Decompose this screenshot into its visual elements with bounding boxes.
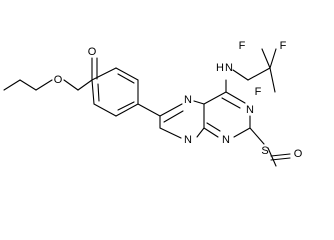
bond: [249, 127, 265, 145]
bond: [115, 103, 139, 117]
bond: [77, 79, 93, 91]
bond: [93, 103, 117, 117]
atom-N-pyrimidine-bottom: N: [222, 134, 230, 146]
atom-O-sulfoxide: O: [294, 148, 303, 160]
bond: [19, 79, 37, 91]
bond: [115, 67, 139, 81]
bond: [97, 83, 100, 102]
bond: [269, 67, 276, 93]
pyrimidine-ring: [203, 91, 251, 138]
bond: [63, 79, 79, 91]
bond: [35, 79, 53, 91]
methylsulfinyl-group: [249, 127, 291, 167]
atom-O-ester: O: [54, 74, 63, 86]
trifluoroethylamino-group: [225, 48, 277, 93]
bond: [137, 103, 161, 117]
ester-group: [63, 57, 98, 91]
bond: [193, 100, 205, 105]
atom-N-pyrazine-top: N: [184, 94, 192, 106]
bond: [232, 69, 249, 81]
bond: [206, 122, 221, 132]
atom-labels: O O H N F F F N N N N S O: [54, 40, 303, 160]
bond: [270, 157, 291, 161]
atom-N-pyrimidine-right: N: [246, 104, 254, 116]
bond: [221, 97, 241, 109]
atom-N-amine: N: [225, 62, 233, 74]
bond: [3, 79, 21, 91]
bond: [233, 127, 251, 138]
bond: [261, 48, 271, 69]
bond: [163, 110, 184, 123]
bond: [225, 91, 246, 104]
bond: [91, 67, 117, 81]
bond: [196, 127, 205, 138]
bond: [117, 73, 135, 84]
bond: [269, 48, 277, 69]
bond: [267, 147, 277, 167]
atom-F-right: F: [280, 40, 287, 52]
bond: [159, 103, 183, 117]
atom-H-amine: H: [216, 62, 224, 74]
bond: [203, 91, 227, 105]
bond: [247, 67, 271, 81]
bond: [159, 127, 182, 139]
ethyl-group: [3, 79, 53, 91]
bond: [117, 101, 135, 111]
benzene-ring: [91, 67, 139, 117]
bond: [91, 79, 95, 105]
pyrazine-ring: [159, 100, 205, 139]
atom-O-carbonyl: O: [88, 46, 97, 58]
atom-F-left: F: [239, 40, 246, 52]
atom-N-pyrazine-bottom: N: [184, 134, 192, 146]
structure-diagram: O O H N F F F N N N N S O: [3, 40, 303, 167]
atom-F-bottom: F: [255, 86, 262, 98]
bond: [270, 153, 291, 157]
bond: [203, 127, 219, 138]
atom-S: S: [261, 145, 268, 157]
